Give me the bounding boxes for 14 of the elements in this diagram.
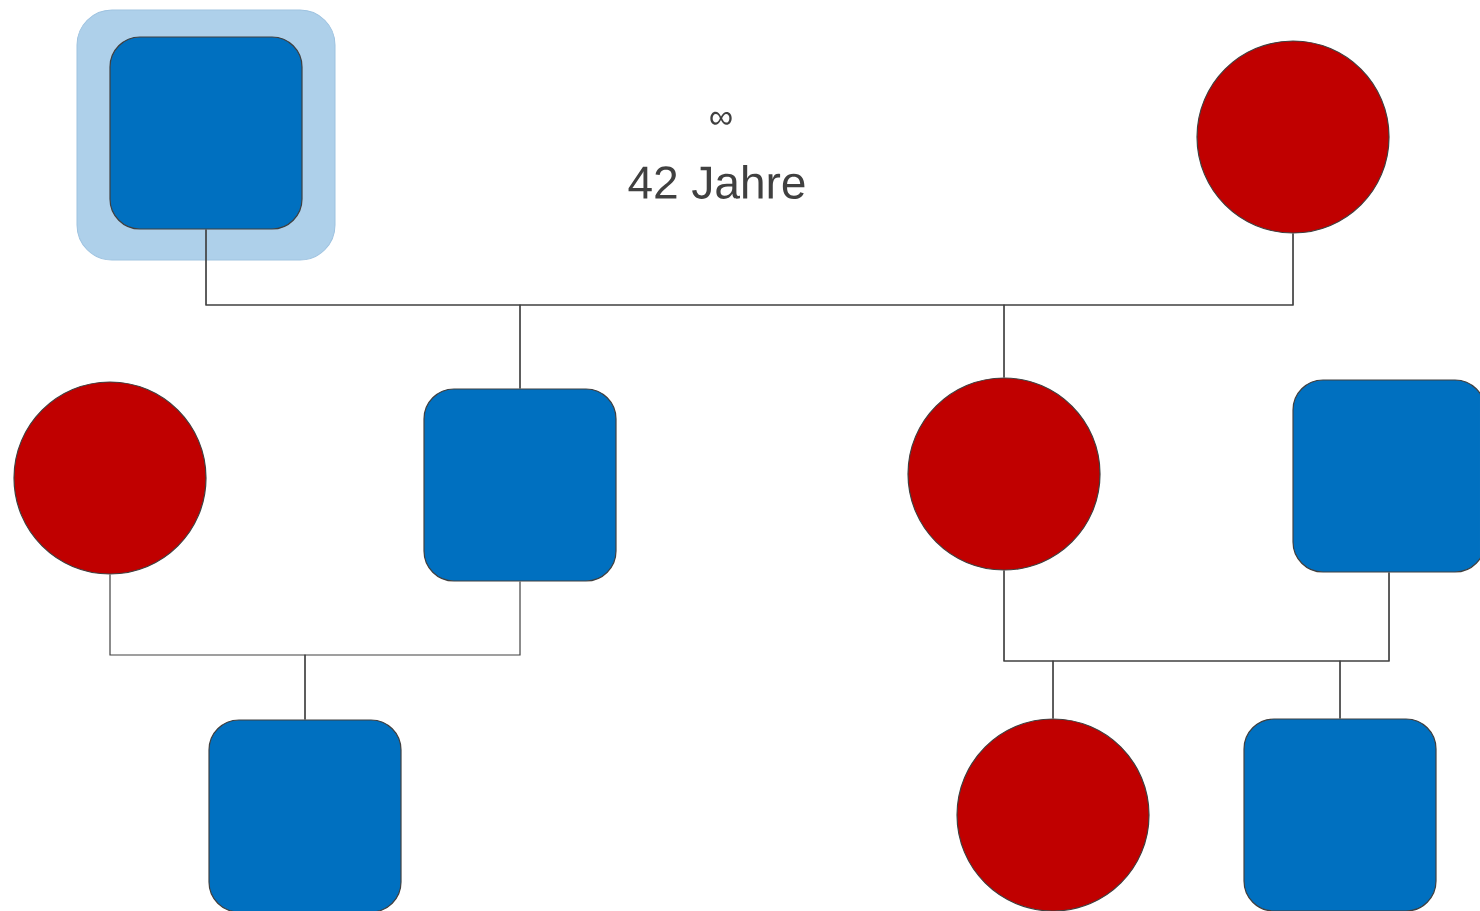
male-square <box>1292 379 1480 573</box>
connector-line <box>1339 572 1390 719</box>
male-square <box>208 719 402 911</box>
female-circle <box>13 381 207 575</box>
female-circle <box>907 377 1101 571</box>
male-square <box>1243 718 1437 911</box>
male-square <box>109 36 303 230</box>
marriage-symbol: ∞ <box>710 111 732 125</box>
connector-line <box>1003 233 1294 378</box>
connector-line <box>304 581 521 720</box>
female-circle <box>956 718 1150 911</box>
male-square <box>423 388 617 582</box>
female-circle <box>1196 40 1390 234</box>
duration-label: 42 Jahre <box>628 165 805 199</box>
